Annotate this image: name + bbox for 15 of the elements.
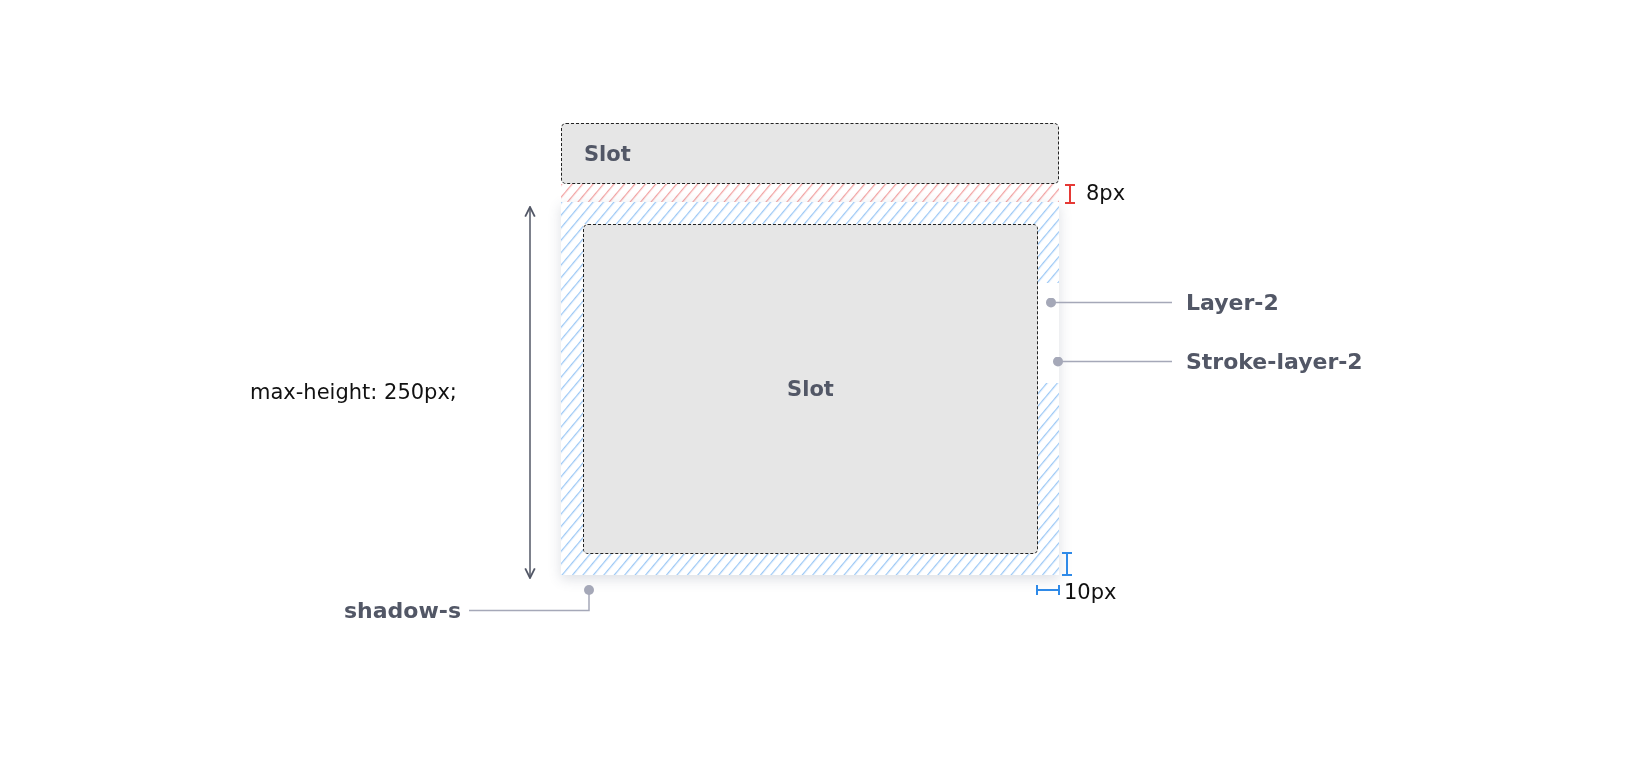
slot-box xyxy=(561,123,1059,184)
spacing-hatch xyxy=(561,184,1059,202)
callout-label: shadow-s xyxy=(344,598,461,623)
dimension-label: max-height: 250px; xyxy=(250,380,457,404)
layer-panel xyxy=(561,202,1059,575)
slot-label: Slot xyxy=(787,377,834,401)
slot-box xyxy=(583,224,1038,554)
slot-label: Slot xyxy=(584,141,631,166)
leader-line xyxy=(468,585,594,612)
callout-label: Layer-2 xyxy=(1186,290,1279,315)
leader-line xyxy=(1053,356,1173,367)
callout-label: Stroke-layer-2 xyxy=(1186,349,1363,374)
dimension-label: 8px xyxy=(1086,181,1126,205)
dimension-label: 10px xyxy=(1064,580,1117,604)
leader-line xyxy=(1046,297,1173,308)
